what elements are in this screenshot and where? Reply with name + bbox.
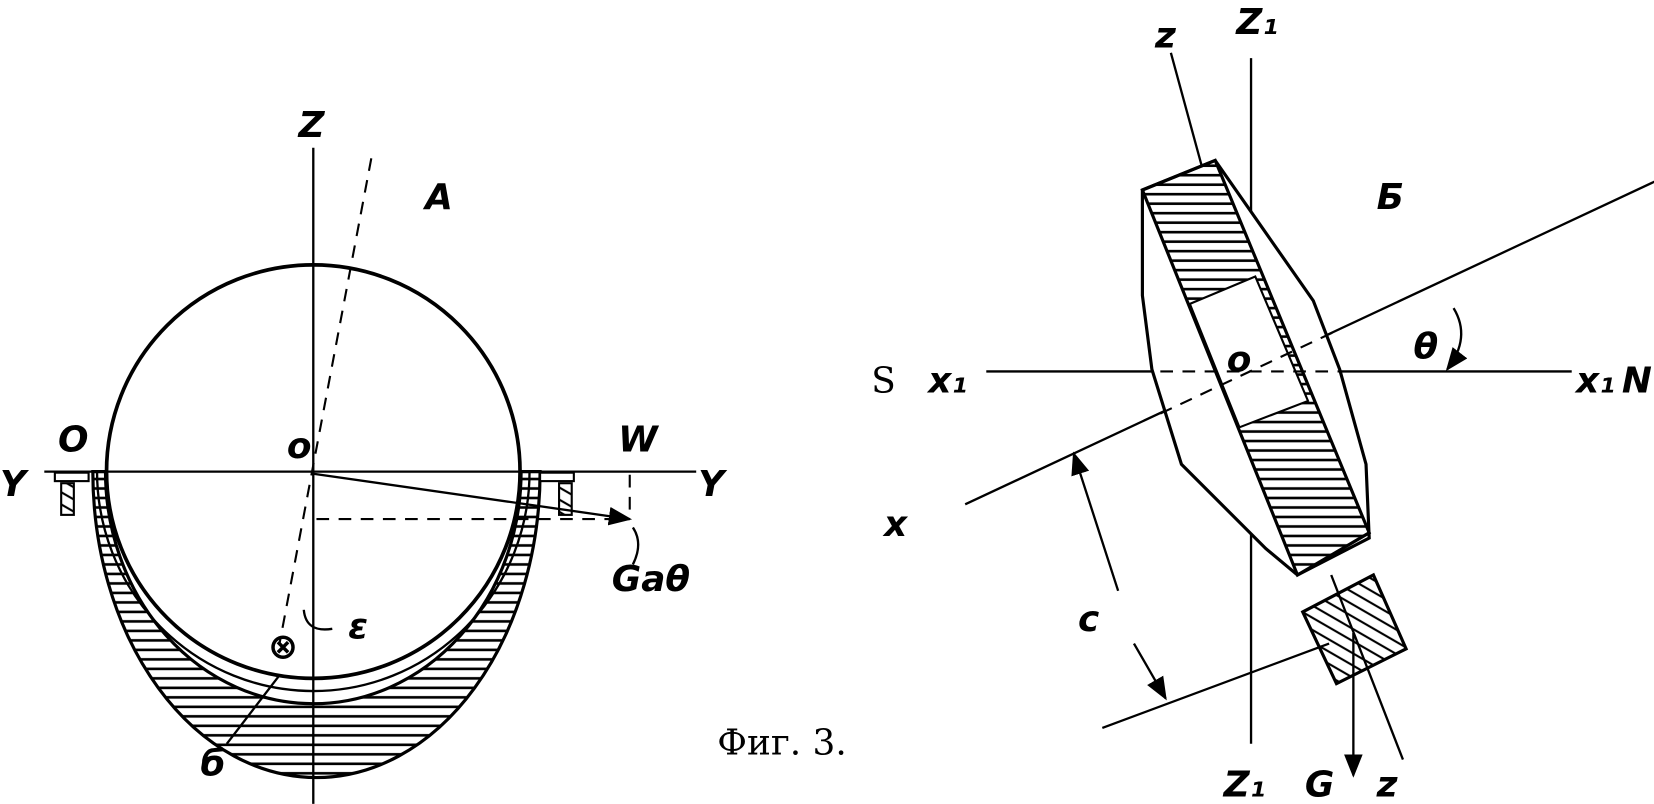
label-gatheta: Gaθ <box>612 559 690 600</box>
bowl-hatched <box>91 470 542 780</box>
label-N: N <box>1622 361 1652 402</box>
label-x1-right: x₁ <box>1574 361 1615 402</box>
b-leader <box>225 674 281 745</box>
label-theta: θ <box>1413 327 1438 368</box>
support-left <box>53 471 90 483</box>
label-z1-bottom: Z₁ <box>1223 765 1266 804</box>
c-dimension-lower <box>1132 642 1167 701</box>
x-dashed-through <box>1159 328 1341 415</box>
label-b: б <box>200 743 225 784</box>
theta-arc <box>1445 307 1468 372</box>
label-c: c <box>1078 599 1099 640</box>
label-o: o <box>287 426 312 467</box>
post-right <box>558 482 573 516</box>
label-z-bottom: z <box>1376 765 1399 804</box>
post-left <box>60 482 75 516</box>
c-dimension-upper <box>1071 451 1120 592</box>
label-x: x <box>882 504 909 545</box>
label-y-left: Y <box>0 464 30 505</box>
figure-a: Z A O o W Y Y Gaθ ε ⊗ б <box>0 105 728 804</box>
disc-rim-gap <box>1188 275 1310 429</box>
counterweight <box>1300 572 1409 686</box>
figure-b: Б z Z₁ Z₁ G z S x₁ x₁ N x λ θ o c <box>871 2 1654 804</box>
label-z: Z <box>298 105 326 146</box>
cross-symbol: ⊗ <box>268 626 298 667</box>
label-G: G <box>1305 765 1334 804</box>
label-S: S <box>871 361 896 402</box>
label-z1-top: Z₁ <box>1235 2 1278 43</box>
figure-b-title: Б <box>1377 177 1404 218</box>
label-o-center: o <box>1227 339 1252 380</box>
label-W: W <box>618 420 659 461</box>
figure-caption: Фиг. 3. <box>717 722 846 763</box>
label-O: O <box>58 420 88 461</box>
force-arrow <box>313 472 633 526</box>
label-x1-left: x₁ <box>926 361 967 402</box>
gatheta-leader <box>631 526 640 565</box>
x-axis <box>964 180 1654 506</box>
z-axis-upper <box>1169 52 1204 170</box>
tilted-axis <box>278 158 373 644</box>
c-baseline <box>1101 642 1330 730</box>
support-right <box>539 471 575 483</box>
epsilon-leader <box>302 609 333 631</box>
figure-a-title: A <box>422 177 453 218</box>
label-y-right: Y <box>698 464 728 505</box>
label-z-top: z <box>1154 16 1177 57</box>
label-epsilon: ε <box>348 606 368 647</box>
